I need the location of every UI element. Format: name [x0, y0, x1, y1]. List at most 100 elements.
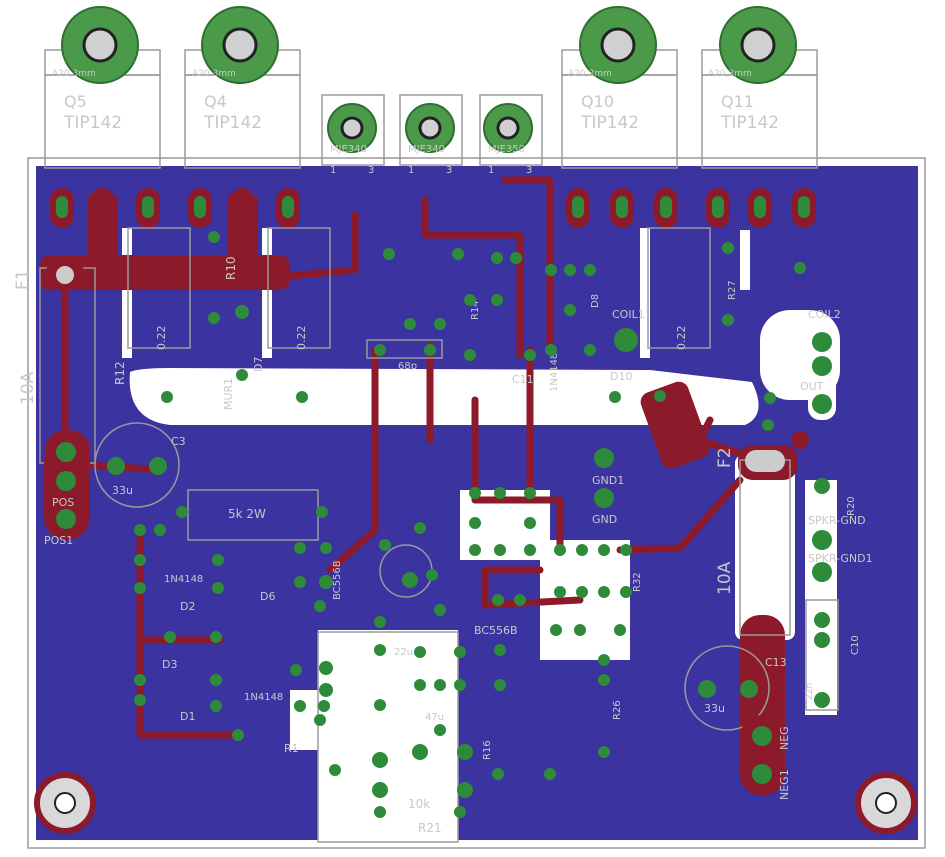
connector-neg: NEG NEG1: [740, 715, 791, 800]
d1n4148b-label: 1N4148: [244, 692, 283, 703]
r20-label: R20: [846, 496, 857, 516]
r21-value: 10k: [408, 797, 430, 811]
transistor-q10: A20,3mm Q10 TIP142: [561, 6, 678, 169]
heatsink-note: A20,3mm: [52, 69, 96, 79]
q4-ref: Q4: [204, 92, 227, 111]
mje350-label: MJE350: [488, 144, 525, 155]
power-resistors: 0.22 R12 0.22 R10 0.22 D7 MUR1: [113, 227, 711, 410]
pin1-a: 1: [330, 165, 336, 176]
d1-label: D1: [180, 710, 195, 723]
coil2-label: COIL2: [808, 308, 841, 321]
transistor-q11: A20,3mm Q11 TIP142: [701, 6, 818, 169]
connector-pos: POS POS1: [44, 440, 90, 547]
middle-silk: 68p C11 D8 1N4148 D10 R14 R27 5k 2W BC55…: [162, 280, 738, 843]
transistor-pads: [50, 188, 816, 228]
q4-value: TIP142: [203, 113, 262, 133]
r21-label: R21: [418, 821, 442, 835]
c22n-label: 22n: [805, 683, 815, 700]
c3-value: 33u: [112, 484, 133, 497]
mje340-a: MJE340 1 3: [321, 94, 385, 176]
trace-lines: [61, 176, 764, 739]
small-pads: [134, 231, 809, 818]
bc556b-label-2: BC556B: [474, 624, 518, 637]
c47u-label: 47u: [425, 712, 444, 723]
mje340-b-label: MJE340: [408, 144, 445, 155]
q5-value: TIP142: [63, 113, 122, 133]
pos1-label: POS1: [44, 534, 73, 547]
power-transistors: A20,3mm Q5 TIP142 A20,3mm Q4 TIP142 A20,…: [44, 6, 818, 169]
c13-value: 33u: [704, 702, 725, 715]
pin1-c: 1: [488, 165, 494, 176]
pin3-a: 3: [368, 165, 374, 176]
c13-label: C13: [765, 656, 787, 669]
heatsink-note-3: A20,3mm: [568, 69, 612, 79]
q11-value: TIP142: [720, 113, 779, 133]
mounting-holes: [34, 772, 917, 834]
f2-value: 10A: [715, 561, 735, 595]
coil1: COIL1: [612, 308, 645, 352]
gnd-pads: GND1 GND: [592, 448, 624, 526]
coil1-label: COIL1: [612, 308, 645, 321]
pos-label: POS: [52, 496, 74, 509]
heatsink-note-4: A20,3mm: [708, 69, 752, 79]
r12-label: R12: [113, 361, 127, 385]
d6-label: D6: [260, 590, 275, 603]
mje350: MJE350 1 3: [479, 94, 543, 176]
q10-value: TIP142: [580, 113, 639, 133]
c68p-label: 68p: [398, 361, 417, 372]
connector-spkr: SPKR-GND SPKR-GND1 R20: [808, 478, 873, 582]
f2-label: F2: [715, 447, 735, 468]
d2-label: D2: [180, 600, 195, 613]
r10-label: R10: [224, 256, 238, 280]
r1-label: R1: [284, 742, 299, 755]
pin3-c: 3: [526, 165, 532, 176]
q5-ref: Q5: [64, 92, 87, 111]
fuse-f2: F2 10A: [715, 447, 791, 636]
transistor-q4: A20,3mm Q4 TIP142: [184, 6, 301, 169]
out-label: OUT: [800, 380, 824, 393]
spkr-gnd1-label: SPKR-GND1: [808, 552, 873, 565]
r32-label: R32: [632, 572, 643, 592]
q10-ref: Q10: [581, 92, 614, 111]
d3-label: D3: [162, 658, 177, 671]
capacitor-c13: C13 33u: [684, 645, 787, 731]
mje340-b: MJE340 1 3: [399, 94, 463, 176]
gnd1-label: GND1: [592, 474, 624, 487]
r26-label: R26: [612, 700, 623, 720]
res-5k2w-label: 5k 2W: [228, 507, 266, 521]
neg1-label: NEG1: [778, 769, 791, 800]
d1n4148c-label: 1N4148: [164, 574, 203, 585]
pin1-b: 1: [408, 165, 414, 176]
mur1-label: MUR1: [222, 378, 235, 410]
r14-label: R14: [470, 300, 481, 320]
heatsink-note-2: A20,3mm: [192, 69, 236, 79]
mje340-a-label: MJE340: [330, 144, 367, 155]
d7-label: D7: [252, 357, 265, 372]
r022a: 0.22: [155, 326, 168, 351]
pin3-b: 3: [446, 165, 452, 176]
f1-value: 10A: [18, 371, 38, 405]
spkr-gnd-label: SPKR-GND: [808, 514, 866, 527]
transistor-q5: A20,3mm Q5 TIP142: [44, 6, 161, 169]
capacitor-c10: C10 22n: [805, 599, 861, 711]
fuse-f1: F1 10A: [13, 260, 96, 464]
driver-transistors: MJE340 1 3 MJE340 1 3 MJE350 1 3: [321, 94, 543, 176]
neg-label: NEG: [778, 726, 791, 750]
r27-label: R27: [727, 280, 738, 300]
c10-label: C10: [850, 635, 861, 655]
c22u-label: 22u: [394, 647, 413, 658]
connector-out: COIL2 OUT: [800, 308, 841, 420]
r16-label: R16: [482, 740, 493, 760]
f1-label: F1: [13, 269, 33, 290]
d1n4148-label: 1N4148: [549, 353, 560, 392]
c3-label: C3: [171, 435, 186, 448]
d8-label: D8: [590, 294, 601, 308]
r022c: 0.22: [675, 326, 688, 351]
gnd-label: GND: [592, 513, 617, 526]
d10-label: D10: [610, 370, 632, 383]
bc556b-label: BC556B: [332, 560, 343, 600]
c11-label: C11: [512, 373, 534, 386]
r022b: 0.22: [295, 326, 308, 351]
q11-ref: Q11: [721, 92, 754, 111]
